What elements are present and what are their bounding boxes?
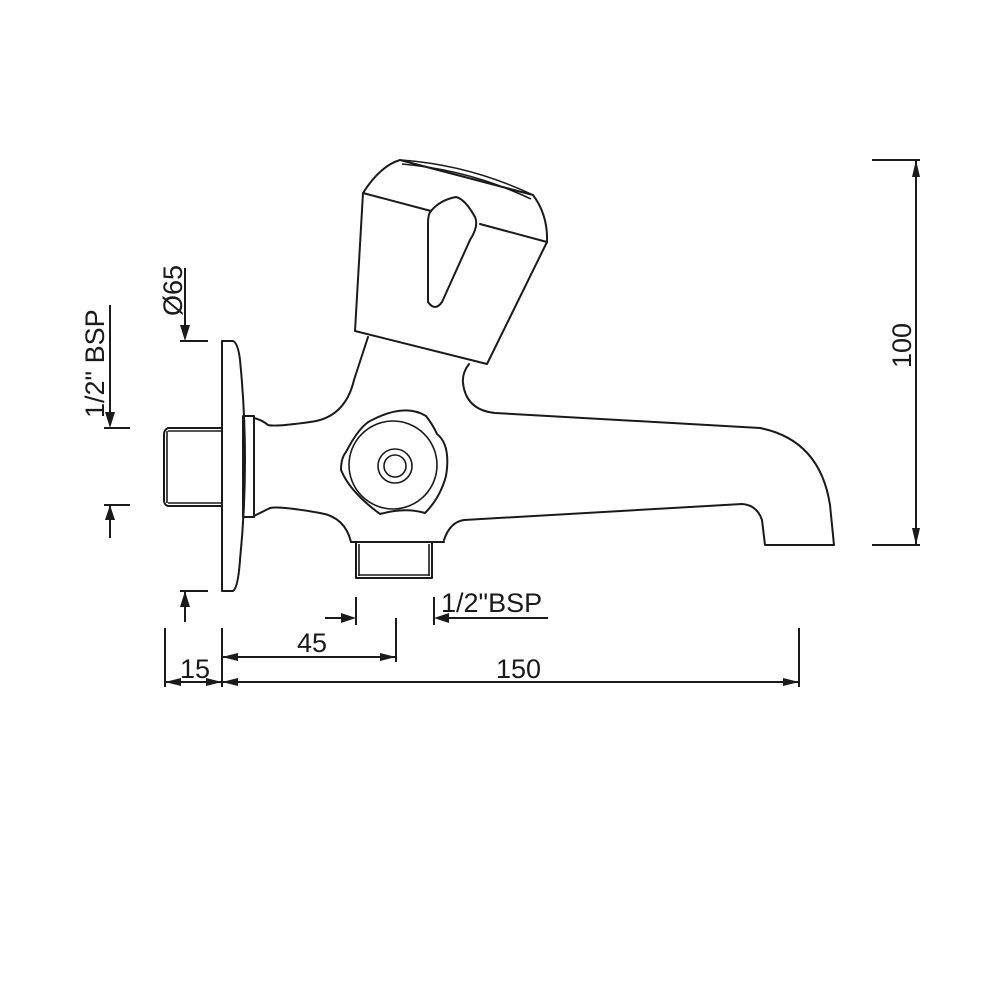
- wall-flange: [221, 340, 246, 592]
- body-outline: [253, 336, 835, 546]
- dim-flange-diameter-label: Ø65: [158, 265, 188, 316]
- outlet-thread: [355, 541, 433, 579]
- dim-inlet-thread: 1/2" BSP: [80, 305, 130, 538]
- handle-knob: [354, 159, 549, 365]
- front-cap: [340, 409, 449, 515]
- dim-overall-height: 100: [872, 159, 920, 546]
- dim-inlet-thread-label: 1/2" BSP: [80, 309, 110, 418]
- dim-spout-length-label: 150: [496, 654, 541, 684]
- dim-spout-length: 150: [222, 628, 800, 687]
- dim-outlet-thread-label: 1/2"BSP: [441, 588, 542, 618]
- tap-body: [163, 159, 835, 592]
- dim-flange-depth: 15: [164, 628, 223, 687]
- dim-outlet-offset-label: 45: [297, 628, 327, 658]
- collar: [242, 415, 255, 518]
- dim-outlet-thread: 1/2"BSP: [325, 588, 548, 625]
- dim-outlet-offset: 45: [222, 618, 397, 662]
- dim-flange-depth-label: 15: [180, 654, 210, 684]
- inlet-thread: [163, 427, 223, 507]
- dim-overall-height-label: 100: [887, 323, 917, 368]
- dim-flange-diameter: Ø65: [158, 265, 208, 622]
